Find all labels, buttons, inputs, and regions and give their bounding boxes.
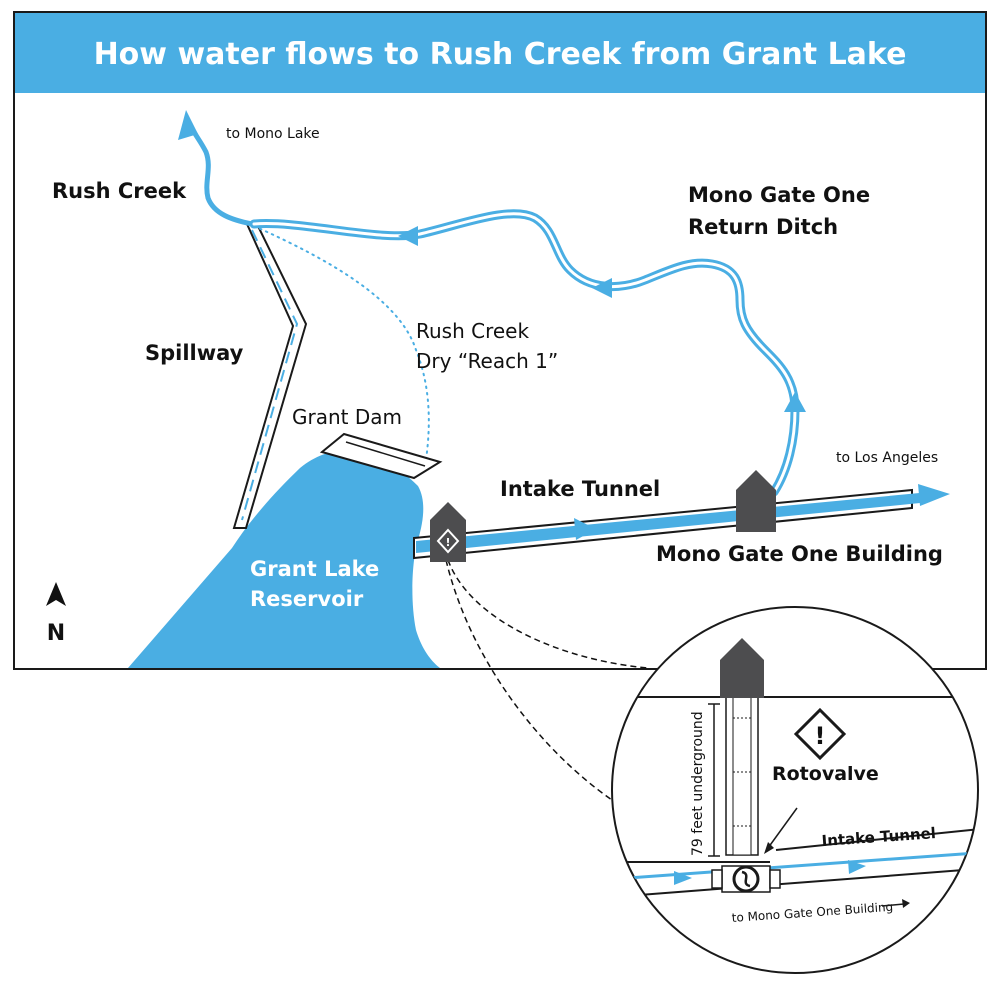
inset-tunnel-water <box>612 850 978 882</box>
shaft-pipe <box>732 696 752 856</box>
north-label: N <box>47 621 65 646</box>
rotovalve-rotor <box>741 870 751 888</box>
dry-reach-path <box>253 225 430 461</box>
to-los-angeles-label: to Los Angeles <box>836 450 938 466</box>
mono-gate-building-label: Mono Gate One Building <box>656 542 943 566</box>
rotovalve-flange <box>769 869 781 889</box>
to-mono-lake-label: to Mono Lake <box>226 126 320 142</box>
depth-label: 79 feet underground <box>690 711 706 856</box>
grant-lake-reservoir <box>128 450 440 668</box>
spillway-flow <box>241 229 299 521</box>
flow-arrow-icon <box>674 871 692 885</box>
grant-dam <box>319 432 443 480</box>
inset-leader-line <box>445 559 613 801</box>
flow-arrow-icon <box>918 484 950 506</box>
reservoir-label: Grant Lake <box>250 557 379 581</box>
return-ditch-label: Mono Gate One <box>688 183 870 207</box>
title-banner <box>15 13 985 93</box>
mono-gate-building-icon <box>736 470 776 532</box>
page-title: How water flows to Rush Creek from Grant… <box>94 37 907 72</box>
grant-dam-label: Grant Dam <box>292 405 402 429</box>
inset-tunnel-top <box>775 827 978 851</box>
north-arrow-icon <box>46 582 66 606</box>
to-building-arrow <box>881 903 905 907</box>
intake-tunnel-label: Intake Tunnel <box>500 477 660 501</box>
flow-arrow-icon <box>178 110 198 140</box>
flow-arrow-icon <box>592 278 612 298</box>
rotovalve-label: Rotovalve <box>772 763 879 785</box>
dry-reach-label: Dry “Reach 1” <box>416 349 558 373</box>
rotovalve-pointer <box>767 807 798 849</box>
rush-creek-river <box>187 121 255 227</box>
rotovalve-flange <box>711 869 723 889</box>
flow-arrow-icon <box>784 392 806 412</box>
spillway-label: Spillway <box>145 341 244 365</box>
grant-dam-crest <box>345 441 426 467</box>
warning-diamond-icon <box>793 707 847 761</box>
flow-arrow-icon <box>574 518 596 540</box>
inset-leader-line <box>447 559 649 669</box>
return-ditch-core <box>252 212 797 494</box>
dry-reach-label: Rush Creek <box>416 319 529 343</box>
gate-house-icon <box>430 502 466 562</box>
map-frame <box>13 11 987 670</box>
intake-tunnel-water <box>416 492 930 553</box>
rotovalve-inset <box>611 606 979 974</box>
warning-mark: ! <box>445 536 450 549</box>
reservoir-label: Reservoir <box>250 587 364 611</box>
inset-content <box>612 696 978 899</box>
flow-arrow-icon <box>398 226 418 246</box>
return-ditch-label: Return Ditch <box>688 215 838 239</box>
warning-diamond-icon <box>436 528 460 554</box>
warning-mark: ! <box>815 722 826 750</box>
rush-creek-label: Rush Creek <box>52 179 187 203</box>
arrowhead <box>902 899 910 908</box>
pointer-arrowhead <box>764 842 774 854</box>
inset-tunnel-bottom <box>612 867 978 899</box>
inset-gate-house-icon <box>720 638 764 698</box>
flow-arrow-icon <box>848 860 866 874</box>
